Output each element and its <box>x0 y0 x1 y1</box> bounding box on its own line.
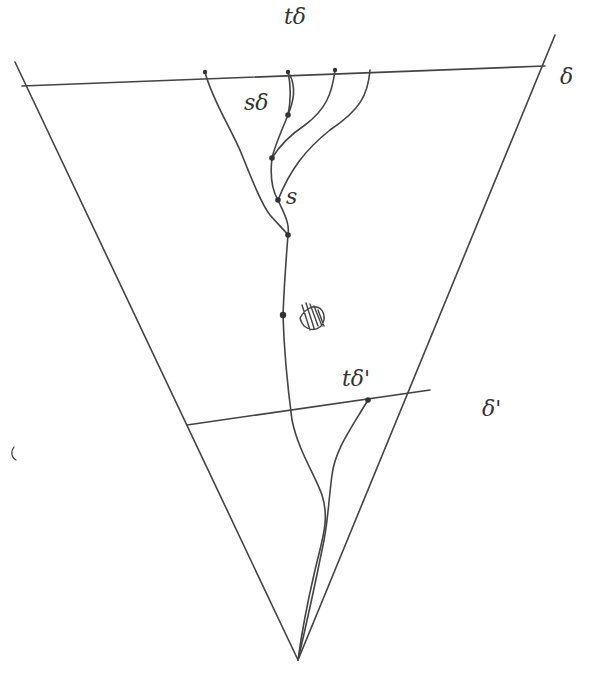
stray-mark <box>12 447 16 460</box>
math-label: tδ <box>284 6 306 28</box>
cone-left-side <box>15 62 298 660</box>
scribble <box>300 303 324 330</box>
node-dot <box>280 312 286 318</box>
branch <box>278 70 370 200</box>
node-dot <box>275 197 281 203</box>
level-line <box>187 390 430 425</box>
math-label: s <box>286 186 297 208</box>
math-label: δ <box>560 66 573 88</box>
node-dot <box>285 112 291 118</box>
branch <box>298 400 368 660</box>
branch <box>288 75 294 115</box>
node-dot <box>203 70 207 74</box>
branch <box>272 70 335 158</box>
node-dot <box>333 68 337 72</box>
node-dot <box>269 155 275 161</box>
node-dot <box>285 232 291 238</box>
node-dot <box>365 397 371 403</box>
node-dot <box>286 70 290 74</box>
math-label: sδ <box>244 92 269 114</box>
math-label: δ' <box>482 398 501 420</box>
level-line <box>22 66 545 86</box>
math-label: tδ' <box>342 368 370 390</box>
cone-right-side <box>298 35 555 660</box>
